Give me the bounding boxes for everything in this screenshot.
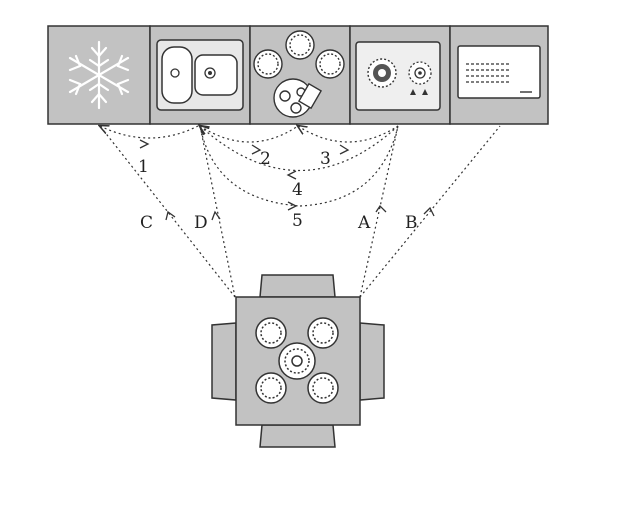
path-2 (200, 126, 299, 143)
path-labels: 1 2 3 4 5 C D A B (138, 149, 418, 233)
work-paths (100, 125, 399, 207)
gas-stove-icon (367, 58, 432, 95)
path-3 (298, 126, 399, 143)
link-b (359, 125, 501, 298)
plates-and-cutting-board-icon (253, 30, 345, 118)
plate (307, 317, 339, 349)
plate (255, 317, 287, 349)
counter-row (47, 25, 549, 125)
plate (307, 372, 339, 404)
snowflake-icon (68, 40, 130, 110)
label-1: 1 (138, 157, 149, 177)
link-c (99, 125, 236, 298)
label-d: D (194, 213, 208, 233)
chair-top (259, 274, 336, 298)
chair-left (211, 322, 237, 401)
sink-unit (149, 25, 251, 125)
plate (255, 372, 287, 404)
chair-right (359, 322, 385, 401)
link-a (359, 125, 399, 298)
path-1 (100, 126, 199, 139)
label-4: 4 (292, 180, 303, 200)
microwave-unit (449, 25, 549, 125)
label-5: 5 (292, 211, 303, 231)
path-4 (200, 126, 399, 172)
path-5-return (299, 125, 399, 207)
table-links (99, 125, 501, 298)
dining-table-icon (211, 274, 385, 448)
label-b: B (405, 213, 418, 233)
arrowheads (139, 139, 435, 221)
label-3: 3 (320, 149, 331, 169)
path-5 (199, 125, 301, 207)
link-d (199, 125, 236, 298)
stove-unit (349, 25, 451, 125)
refrigerator-unit (47, 25, 151, 125)
label-2: 2 (260, 149, 271, 169)
prep-area-unit (249, 25, 351, 125)
label-a: A (357, 213, 371, 233)
label-c: C (140, 213, 153, 233)
chair-bottom (259, 424, 336, 448)
microwave-icon (457, 45, 541, 99)
double-sink-icon (161, 46, 238, 104)
